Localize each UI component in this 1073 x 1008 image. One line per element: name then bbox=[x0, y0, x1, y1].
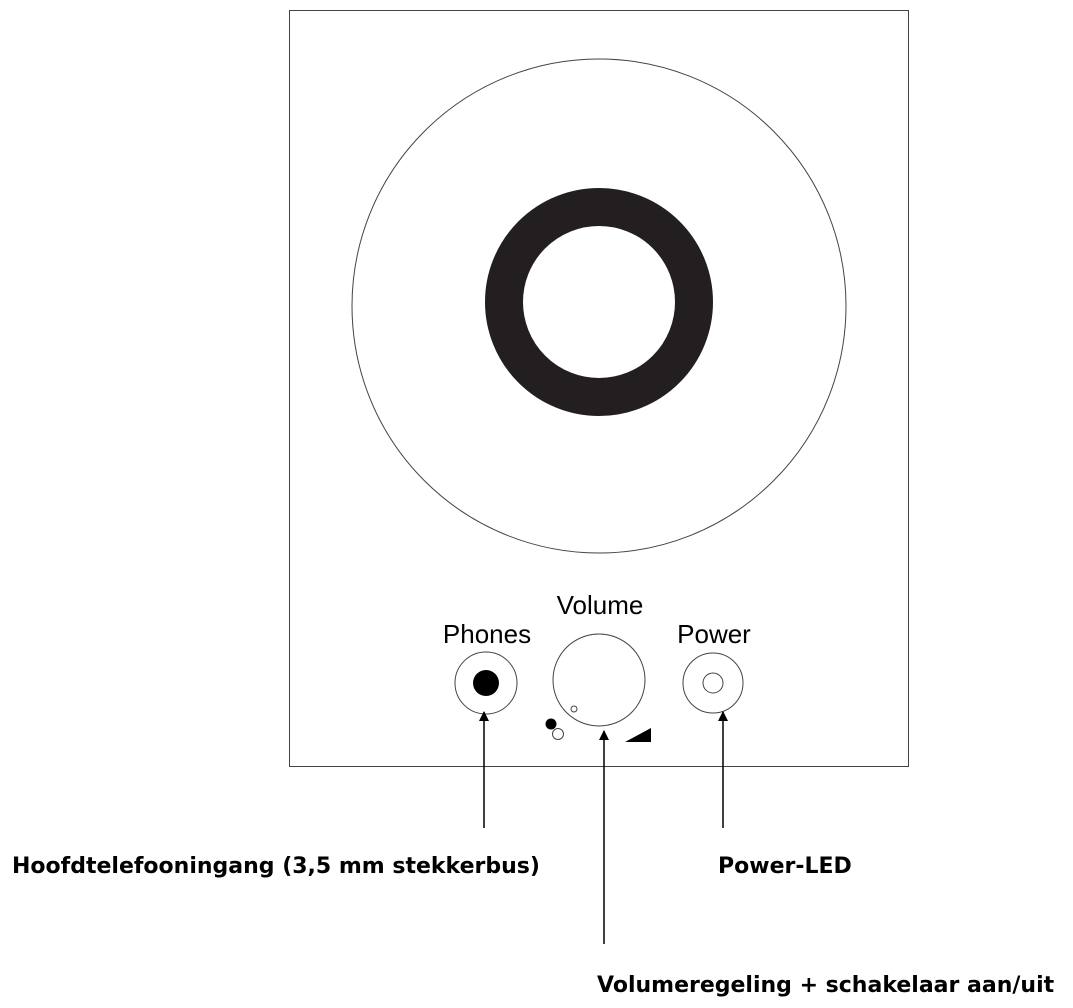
power-led bbox=[682, 652, 744, 714]
volume-knob-indicator-dot bbox=[570, 705, 578, 713]
volume-ramp-icon bbox=[625, 728, 651, 742]
volume-control-callout: Volumeregeling + schakelaar aan/uit bbox=[597, 973, 1055, 998]
headphone-jack-hole-icon bbox=[473, 670, 499, 696]
headphone-jack[interactable] bbox=[454, 651, 518, 715]
power-label: Power bbox=[677, 619, 751, 649]
power-off-symbol-icon bbox=[545, 718, 564, 740]
power-led-callout: Power-LED bbox=[718, 854, 852, 879]
speaker-center-ring bbox=[485, 188, 713, 416]
volume-knob[interactable] bbox=[552, 633, 646, 727]
headphone-jack-callout: Hoofdtelefooningang (3,5 mm stekkerbus) bbox=[12, 854, 540, 879]
speaker-cone-outer bbox=[351, 58, 847, 554]
phones-label: Phones bbox=[443, 619, 531, 649]
volume-label: Volume bbox=[557, 590, 644, 620]
